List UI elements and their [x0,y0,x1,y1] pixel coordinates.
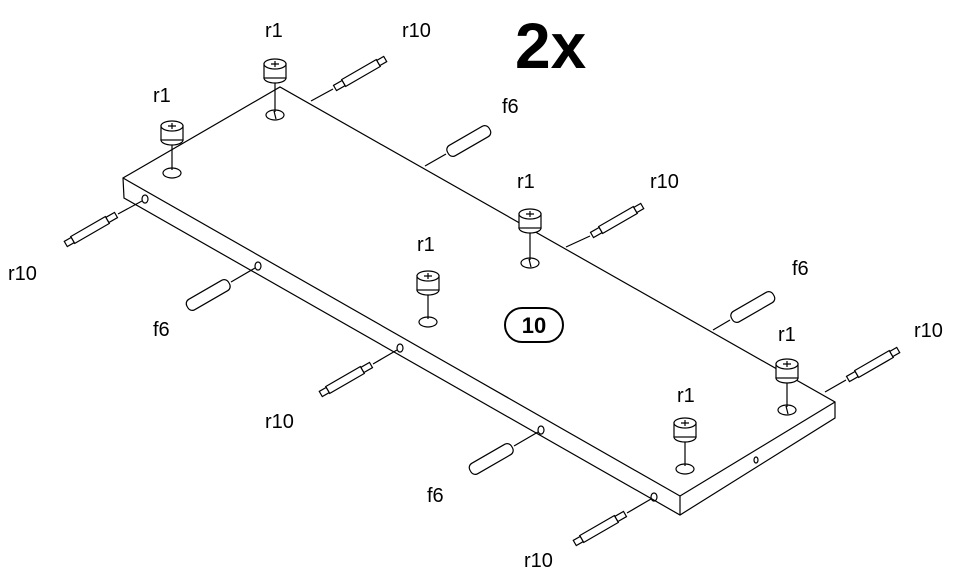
shelf-panel [122,86,836,516]
cam-bolts [63,55,901,547]
cam-label: r1 [417,234,435,256]
panel-top-right-edge [679,401,836,497]
part-labels: r1 r1 r1 r1 r1 r1 r10 r10 r10 r10 r10 r1… [8,20,943,572]
dowel-label: f6 [427,485,444,507]
edge-hole [141,194,149,204]
cam-bolt-icon [572,510,628,547]
part-number-frame [504,307,564,343]
edge-holes [141,194,759,502]
bolt-label: r10 [524,550,553,572]
bolt-label: r10 [650,171,679,193]
quantity-label: 2x [515,10,587,82]
dowel-label: f6 [153,319,170,341]
dowel-label: f6 [502,96,519,118]
cam-label: r1 [153,85,171,107]
cam-bolt-icon [332,55,388,92]
cam-lock-fitting-icon [673,417,697,443]
edge-hole [537,425,545,435]
wood-dowel-icon [185,279,231,311]
cam-bolt-icon [589,202,645,239]
part-number-badge: 10 [504,307,564,343]
cam-bolt-icon [845,346,901,383]
edge-hole [396,343,404,353]
edge-hole [753,456,759,464]
part-number: 10 [522,313,546,338]
cam-label: r1 [778,324,796,346]
cam-label: r1 [517,171,535,193]
cam-locks [160,58,799,443]
dowel-label: f6 [792,258,809,280]
cam-lock-fitting-icon [518,208,542,234]
bolt-label: r10 [914,320,943,342]
cam-lock-fitting-icon [160,120,184,146]
cam-lock-fitting-icon [775,358,799,384]
guide-lines [117,80,847,514]
cam-bolt-icon [318,361,374,398]
bolt-label: r10 [8,263,37,285]
cam-label: r1 [265,20,283,42]
wood-dowel-icon [446,125,492,157]
cam-lock-fitting-icon [416,270,440,296]
bolt-label: r10 [265,411,294,433]
wood-dowel-icon [468,443,514,475]
edge-hole [254,261,262,271]
panel-top-front-edge [122,177,681,497]
cam-lock-fitting-icon [263,58,287,84]
cam-bolt-icon [63,211,119,248]
edge-hole [650,492,658,502]
wood-dowel-icon [730,291,776,323]
dowels [185,125,776,475]
bolt-label: r10 [402,20,431,42]
panel-outline [122,86,836,516]
cam-label: r1 [677,385,695,407]
